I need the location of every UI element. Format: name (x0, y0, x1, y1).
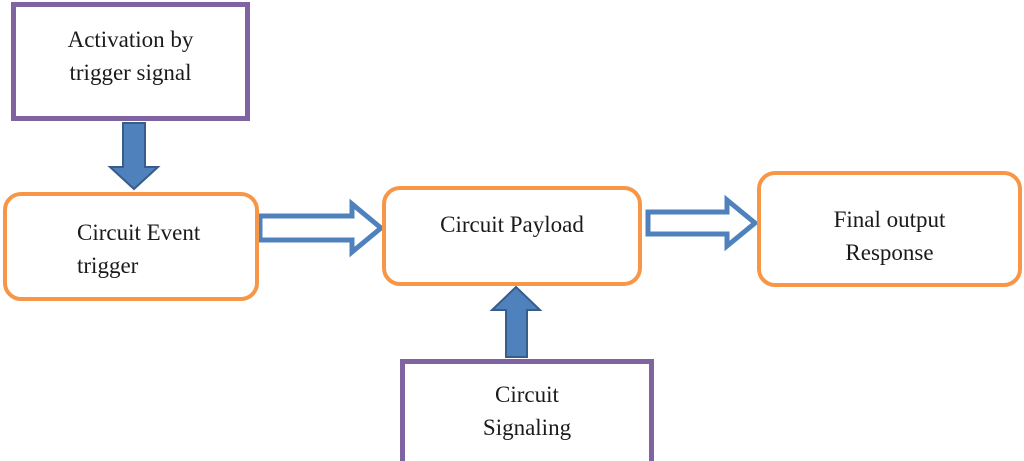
final-output-response-box: Final output Response (757, 171, 1022, 287)
final-box-line-2: Response (845, 240, 934, 265)
circuit-signaling-box: Circuit Signaling (400, 359, 654, 461)
arrow-activation-to-event (107, 122, 161, 191)
activation-box-line-2: trigger signal (69, 60, 192, 85)
event-box-line-1: Circuit Event (77, 219, 201, 245)
event-box-line-2: trigger (77, 252, 139, 278)
circuit-event-trigger-box: Circuit Event trigger (3, 192, 259, 301)
activation-by-trigger-signal-box: Activation by trigger signal (11, 2, 250, 121)
arrow-event-to-payload (257, 198, 385, 258)
signaling-box-line-1: Circuit (495, 382, 559, 407)
arrow-payload-to-final (645, 194, 759, 252)
payload-box-line-1: Circuit Payload (440, 212, 584, 237)
circuit-payload-box: Circuit Payload (382, 186, 642, 286)
arrow-signaling-to-payload (489, 285, 543, 358)
final-box-line-1: Final output (833, 207, 946, 232)
activation-box-line-1: Activation by (67, 27, 194, 52)
signaling-box-line-2: Signaling (482, 415, 572, 440)
